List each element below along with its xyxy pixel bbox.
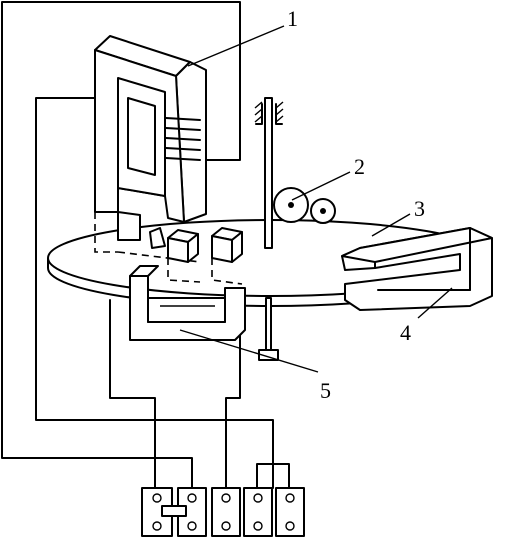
terminal-screw <box>285 493 295 503</box>
pole-block-left-front <box>167 237 189 263</box>
terminal-screw <box>221 521 231 531</box>
current-core-slot <box>147 297 226 323</box>
pole-lower-right <box>149 227 166 249</box>
terminal-screw <box>253 493 263 503</box>
pole-block-left-side <box>187 233 199 263</box>
leader-lines <box>179 25 453 373</box>
wire-current-coil-left <box>109 299 156 489</box>
wire-voltage-coil-inner <box>35 97 274 489</box>
coil-winding <box>165 137 201 141</box>
leader-5 <box>179 329 319 373</box>
gear-large-hub <box>288 202 294 208</box>
spindle-lower <box>265 297 272 351</box>
hidden-core-edge <box>94 212 118 253</box>
bearing-left <box>255 103 263 125</box>
bearing-hatch <box>254 108 263 116</box>
leader-2 <box>291 171 351 201</box>
label-part-1: 1 <box>287 6 298 31</box>
coil-winding <box>165 147 201 151</box>
wiring <box>1 1 290 489</box>
bearing-hatch <box>254 101 263 109</box>
brake-magnet-top <box>341 227 493 263</box>
terminal-4 <box>243 487 273 537</box>
coil-winding <box>165 127 201 131</box>
coil-winding <box>165 117 201 121</box>
bearing-hatch <box>275 115 284 123</box>
spindle-shaft <box>264 97 273 249</box>
terminal-screw <box>285 521 295 531</box>
hidden-core-edge <box>117 251 201 263</box>
terminal-screw <box>187 493 197 503</box>
current-electromagnet <box>129 227 246 341</box>
label-part-4: 4 <box>400 320 411 345</box>
bearing-right <box>275 103 283 125</box>
terminal-5 <box>275 487 305 537</box>
terminal-link <box>161 505 187 517</box>
pole-block-right-side <box>231 231 243 263</box>
terminal-screw <box>152 493 162 503</box>
current-core-side <box>129 265 159 277</box>
terminal-screw <box>253 521 263 531</box>
braking-magnet <box>341 227 493 311</box>
pole-lower-left <box>117 211 141 241</box>
terminal-3 <box>211 487 241 537</box>
leader-3 <box>371 213 411 237</box>
label-part-5: 5 <box>320 378 331 403</box>
terminal-screw <box>221 493 231 503</box>
bearing-hatch <box>275 101 284 109</box>
leader-1 <box>187 25 285 67</box>
bearing-hatch <box>254 115 263 123</box>
terminal-block <box>141 487 305 537</box>
bearing-hatch <box>275 108 284 116</box>
leader-4 <box>417 287 453 319</box>
label-part-3: 3 <box>414 196 425 221</box>
spindle-foot <box>258 349 279 361</box>
hidden-pole-edge <box>211 258 243 285</box>
label-part-2: 2 <box>354 154 365 179</box>
core-inner-limb <box>127 97 156 176</box>
coil-winding <box>165 157 201 161</box>
wire-terminal-bridge <box>256 463 290 489</box>
wire-current-coil-right <box>225 299 241 489</box>
terminal-screw <box>152 521 162 531</box>
voltage-electromagnet <box>94 35 207 263</box>
pole-block-right-front <box>211 235 233 263</box>
terminal-screw <box>187 521 197 531</box>
gear-small-hub <box>320 208 326 214</box>
spindle <box>254 97 284 361</box>
wire-voltage-coil-outer <box>1 1 241 489</box>
